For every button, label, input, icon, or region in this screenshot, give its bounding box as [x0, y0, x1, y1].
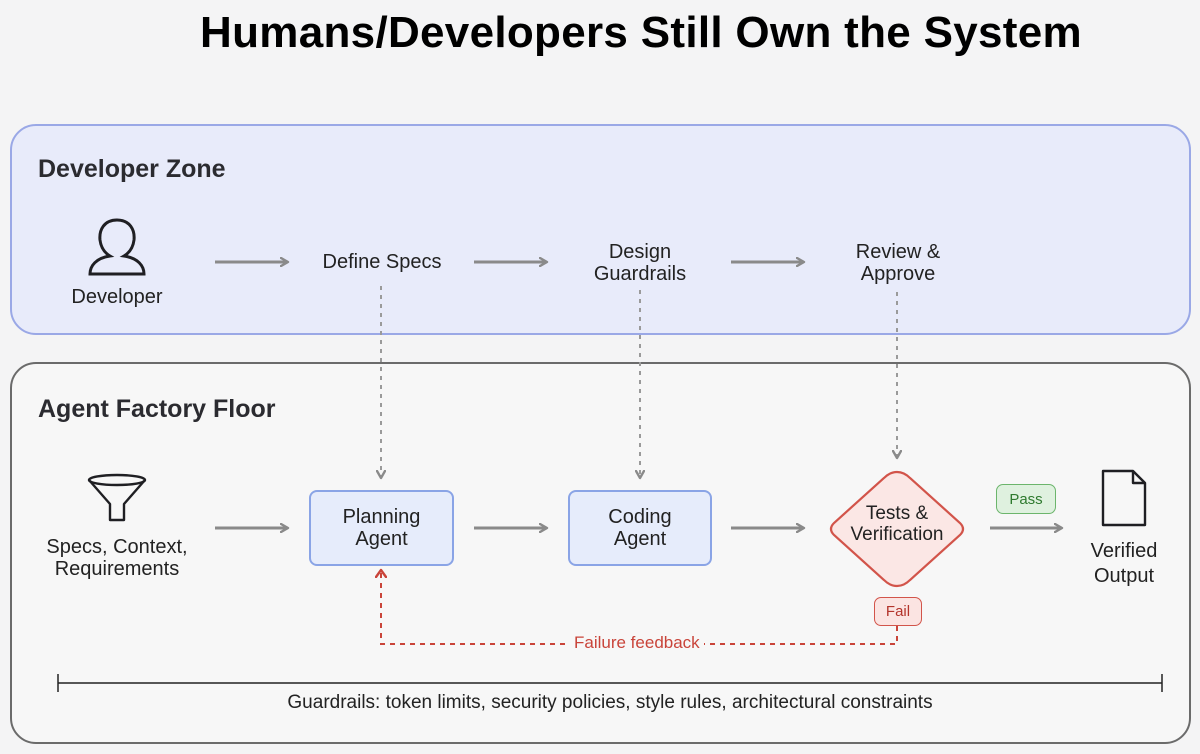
factory-floor-title: Agent Factory Floor [38, 395, 276, 423]
planning-agent-box: Planning Agent [309, 490, 454, 566]
verified-output-label: Verified Output [1090, 540, 1158, 587]
page-title: Humans/Developers Still Own the System [200, 8, 1082, 57]
document-icon [1101, 469, 1147, 527]
tests-verification-label: Tests & Verification [850, 503, 944, 545]
developer-zone-title: Developer Zone [38, 155, 226, 183]
funnel-icon [87, 473, 147, 522]
failure-feedback-label: Failure feedback [570, 633, 704, 653]
specs-context-requirements-label: Specs, Context, Requirements [46, 536, 188, 580]
tests-verification-diamond [829, 470, 965, 588]
design-guardrails-label: Design Guardrails [593, 241, 687, 285]
coding-agent-box: Coding Agent [568, 490, 712, 566]
person-icon [88, 218, 146, 276]
review-approve-label: Review & Approve [855, 241, 941, 285]
failure-feedback-path [381, 572, 898, 645]
developer-label: Developer [71, 286, 163, 308]
define-specs-label: Define Specs [322, 251, 442, 273]
guardrails-label: Guardrails: token limits, security polic… [287, 692, 933, 713]
developer-zone [10, 124, 1191, 335]
fail-badge: Fail [874, 597, 922, 626]
pass-badge: Pass [996, 484, 1056, 514]
